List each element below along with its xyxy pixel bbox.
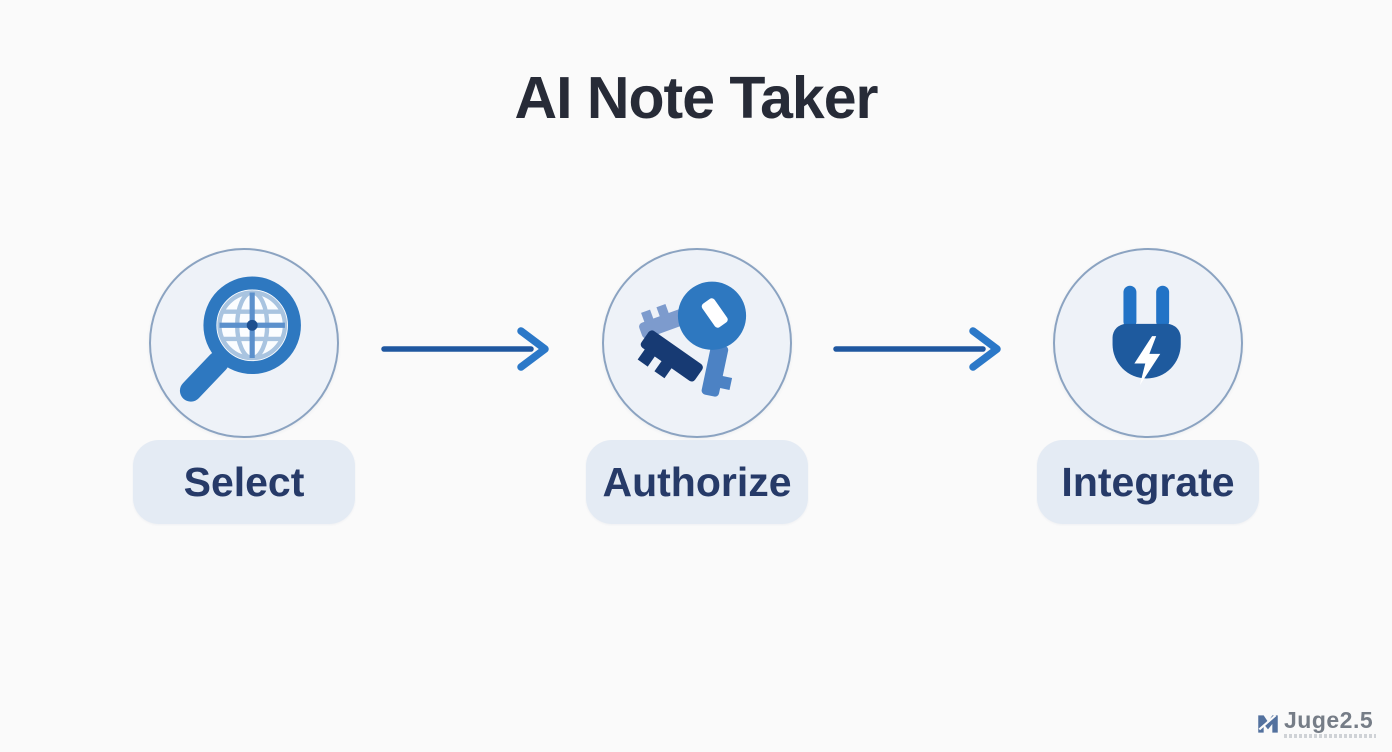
m-logo-icon xyxy=(1258,714,1278,733)
step-select: Select xyxy=(129,248,359,524)
arrow-authorize-to-integrate xyxy=(812,248,1033,373)
right-arrow-icon xyxy=(832,327,1001,371)
right-arrow-icon xyxy=(380,327,549,371)
step-authorize-label: Authorize xyxy=(586,440,808,524)
step-authorize-circle xyxy=(602,248,792,438)
keys-icon xyxy=(637,281,747,397)
watermark-microtext xyxy=(1284,734,1376,738)
power-plug-icon xyxy=(1112,285,1181,386)
step-integrate-label: Integrate xyxy=(1037,440,1259,524)
step-select-circle xyxy=(149,248,339,438)
page-title: AI Note Taker xyxy=(514,65,879,131)
step-integrate: Integrate xyxy=(1033,248,1263,524)
process-flow: Select xyxy=(129,248,1263,524)
step-authorize: Authorize xyxy=(582,248,812,524)
watermark-text: Juge2.5 xyxy=(1284,707,1374,733)
step-select-label: Select xyxy=(133,440,355,524)
globe-magnifier-icon xyxy=(179,276,301,402)
arrow-select-to-authorize xyxy=(359,248,582,373)
watermark: Juge2.5 xyxy=(1255,709,1376,738)
step-integrate-circle xyxy=(1053,248,1243,438)
